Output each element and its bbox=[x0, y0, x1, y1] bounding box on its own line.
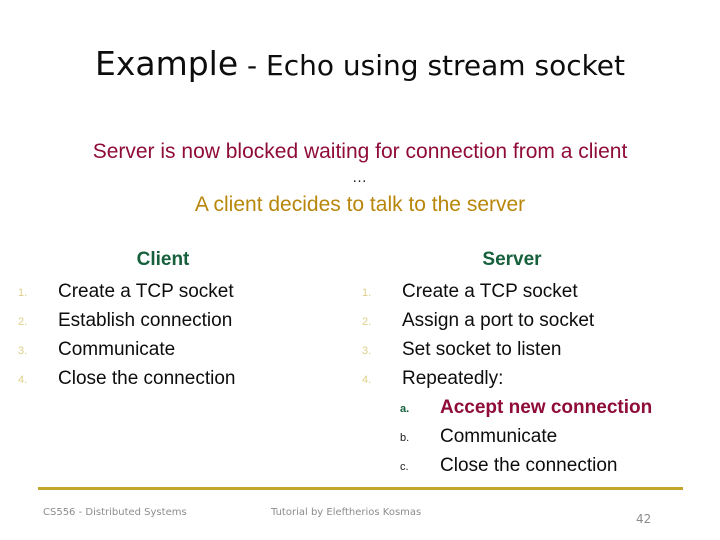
footer-page-number: 42 bbox=[636, 512, 652, 526]
list-item: 3. Communicate bbox=[8, 335, 348, 364]
slide-title-main: Example bbox=[94, 44, 239, 83]
list-item-label: Accept new connection bbox=[440, 397, 653, 418]
client-column-heading: Client bbox=[136, 249, 190, 270]
footer-course-label: CS556 - Distributed Systems bbox=[43, 507, 187, 518]
list-item: b. Communicate bbox=[352, 422, 712, 451]
list-item: 4. Repeatedly: bbox=[352, 364, 712, 393]
list-item: c. Close the connection bbox=[352, 451, 712, 480]
subtitle-line-client-talks: A client decides to talk to the server bbox=[194, 193, 526, 216]
server-column-heading: Server bbox=[482, 249, 542, 270]
server-step-list: 1. Create a TCP socket 2. Assign a port … bbox=[352, 277, 712, 393]
list-item: a. Accept new connection bbox=[352, 393, 712, 422]
list-item-label: Set socket to listen bbox=[402, 339, 562, 360]
footer-divider bbox=[38, 487, 683, 490]
list-item-label: Close the connection bbox=[58, 368, 236, 389]
list-marker: 4. bbox=[362, 374, 372, 386]
list-item: 2. Establish connection bbox=[8, 306, 348, 335]
subtitle-block: Server is now blocked waiting for connec… bbox=[0, 138, 720, 220]
list-marker: 2. bbox=[18, 316, 28, 328]
list-marker: b. bbox=[400, 432, 410, 444]
list-marker: 1. bbox=[18, 287, 28, 299]
slide-title: Example - Echo using stream socket bbox=[0, 44, 720, 83]
list-item: 1. Create a TCP socket bbox=[352, 277, 712, 306]
list-marker: 3. bbox=[18, 345, 28, 357]
list-marker: c. bbox=[400, 461, 409, 473]
subtitle-line-server-blocked: Server is now blocked waiting for connec… bbox=[92, 140, 628, 163]
client-column: Client 1. Create a TCP socket 2. Establi… bbox=[8, 248, 348, 393]
list-item-label: Close the connection bbox=[440, 455, 618, 476]
list-item: 4. Close the connection bbox=[8, 364, 348, 393]
list-item-label: Communicate bbox=[440, 426, 558, 447]
two-column-body: Client 1. Create a TCP socket 2. Establi… bbox=[0, 248, 720, 478]
list-item: 1. Create a TCP socket bbox=[8, 277, 348, 306]
list-item: 3. Set socket to listen bbox=[352, 335, 712, 364]
list-marker: a. bbox=[400, 403, 410, 415]
subtitle-ellipsis: … bbox=[352, 169, 368, 186]
list-marker: 4. bbox=[18, 374, 28, 386]
list-marker: 2. bbox=[362, 316, 372, 328]
client-step-list: 1. Create a TCP socket 2. Establish conn… bbox=[8, 277, 348, 393]
list-marker: 3. bbox=[362, 345, 372, 357]
list-item-label: Create a TCP socket bbox=[402, 281, 578, 302]
footer-author-label: Tutorial by Eleftherios Kosmas bbox=[271, 507, 422, 518]
list-item-label: Communicate bbox=[58, 339, 176, 360]
server-substep-list: a. Accept new connection b. Communicate … bbox=[352, 393, 712, 480]
list-item-label: Repeatedly: bbox=[402, 368, 504, 389]
slide-title-rest: - Echo using stream socket bbox=[238, 49, 626, 82]
server-column: Server 1. Create a TCP socket 2. Assign … bbox=[352, 248, 712, 480]
list-item-label: Create a TCP socket bbox=[58, 281, 234, 302]
list-item-label: Assign a port to socket bbox=[402, 310, 595, 331]
list-item: 2. Assign a port to socket bbox=[352, 306, 712, 335]
list-item-label: Establish connection bbox=[58, 310, 233, 331]
list-marker: 1. bbox=[362, 287, 372, 299]
